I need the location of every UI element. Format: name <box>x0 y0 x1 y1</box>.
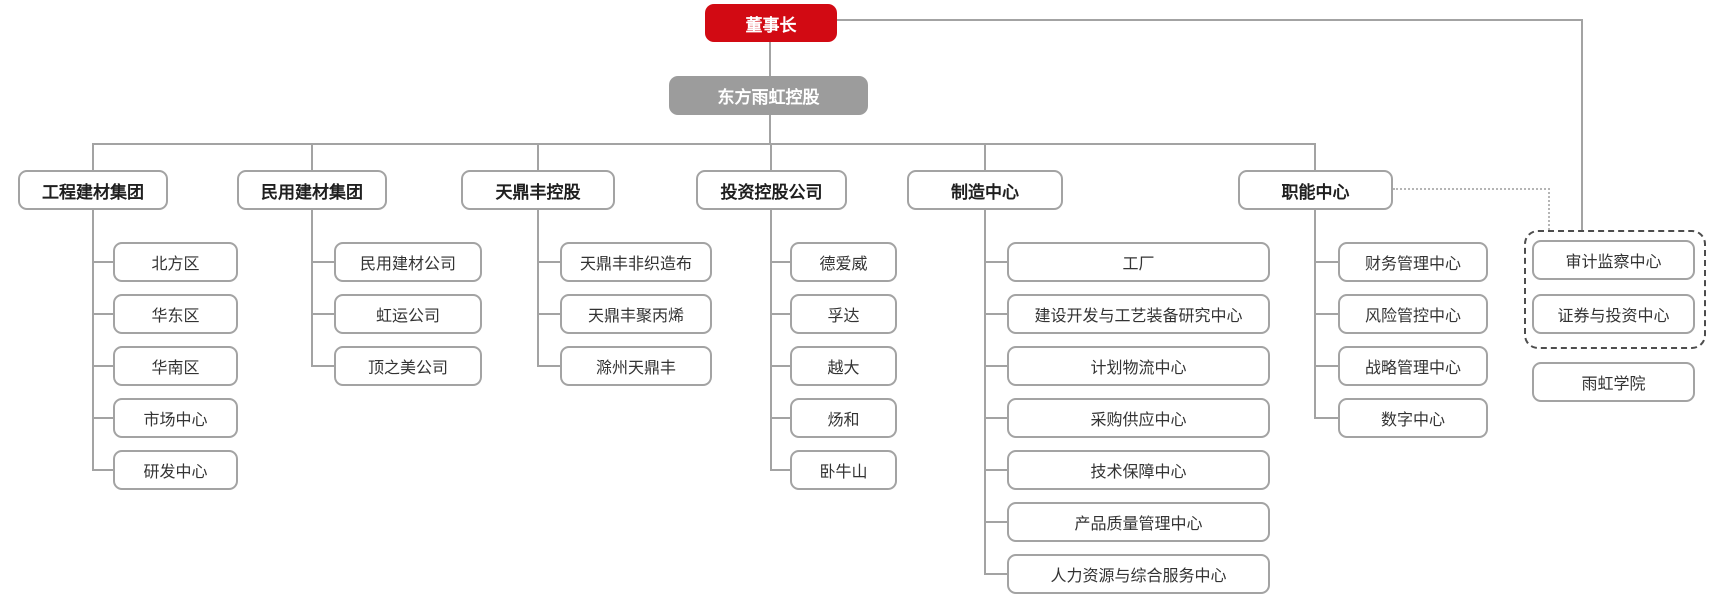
org-node-yuhong-academy: 雨虹学院 <box>1532 362 1695 402</box>
connector-stub <box>537 365 560 367</box>
connector-chairman-right-h <box>837 19 1583 21</box>
connector-stub <box>311 261 334 263</box>
connector-drop <box>1314 143 1316 170</box>
connector-chairman-right-v <box>1581 19 1583 230</box>
org-node-child: 华东区 <box>113 294 238 334</box>
org-node-branch-civil: 民用建材集团 <box>237 170 387 210</box>
org-node-chairman: 董事长 <box>705 4 837 42</box>
connector-stub <box>770 365 790 367</box>
org-node-child: 北方区 <box>113 242 238 282</box>
connector-spine <box>984 210 986 574</box>
connector-stub <box>770 469 790 471</box>
org-node-child: 顶之美公司 <box>334 346 482 386</box>
connector-stub <box>1314 313 1338 315</box>
connector-stub <box>311 313 334 315</box>
org-node-child: 孚达 <box>790 294 897 334</box>
connector-stub <box>311 365 334 367</box>
org-node-branch-manufacturing: 制造中心 <box>907 170 1063 210</box>
org-node-audit: 审计监察中心 <box>1532 240 1695 280</box>
org-node-holding: 东方雨虹控股 <box>669 76 868 115</box>
connector-stub <box>537 261 560 263</box>
connector-stub <box>92 313 113 315</box>
connector-spine <box>770 210 772 470</box>
connector-stub <box>537 313 560 315</box>
connector-stub <box>1314 365 1338 367</box>
connector-spine <box>92 210 94 470</box>
connector-stub <box>984 365 1007 367</box>
org-node-child: 建设开发与工艺装备研究中心 <box>1007 294 1270 334</box>
connector-stub <box>770 417 790 419</box>
org-node-child: 卧牛山 <box>790 450 897 490</box>
org-node-child: 技术保障中心 <box>1007 450 1270 490</box>
connector-stub <box>92 261 113 263</box>
org-node-child: 采购供应中心 <box>1007 398 1270 438</box>
connector-stub <box>1314 261 1338 263</box>
org-node-child: 越大 <box>790 346 897 386</box>
org-node-child: 德爱威 <box>790 242 897 282</box>
connector-stub <box>92 417 113 419</box>
connector-stub <box>770 261 790 263</box>
org-node-branch-investment: 投资控股公司 <box>696 170 847 210</box>
org-node-child: 产品质量管理中心 <box>1007 502 1270 542</box>
org-node-branch-functional: 职能中心 <box>1238 170 1393 210</box>
org-node-child: 财务管理中心 <box>1338 242 1488 282</box>
connector-spine <box>311 210 313 366</box>
connector-stub <box>984 573 1007 575</box>
org-node-branch-tiandingfeng: 天鼎丰控股 <box>461 170 615 210</box>
org-node-child: 战略管理中心 <box>1338 346 1488 386</box>
org-node-child: 市场中心 <box>113 398 238 438</box>
connector-stub <box>984 417 1007 419</box>
connector-dotted-h <box>1393 188 1550 190</box>
org-node-child: 人力资源与综合服务中心 <box>1007 554 1270 594</box>
org-node-child: 数字中心 <box>1338 398 1488 438</box>
org-node-child: 风险管控中心 <box>1338 294 1488 334</box>
connector-stub <box>92 365 113 367</box>
org-node-child: 炀和 <box>790 398 897 438</box>
connector-spine <box>537 210 539 366</box>
org-node-child: 民用建材公司 <box>334 242 482 282</box>
org-node-securities: 证券与投资中心 <box>1532 294 1695 334</box>
connector-stub <box>984 313 1007 315</box>
connector-drop <box>770 143 772 170</box>
connector-stub <box>984 469 1007 471</box>
connector-stub <box>92 469 113 471</box>
connector-main-rail <box>92 143 1316 145</box>
connector-drop <box>311 143 313 170</box>
dashed-group-border <box>1524 230 1706 349</box>
org-node-child: 滁州天鼎丰 <box>560 346 712 386</box>
connector-stub <box>1314 417 1338 419</box>
org-node-branch-engineering: 工程建材集团 <box>18 170 168 210</box>
org-node-child: 虹运公司 <box>334 294 482 334</box>
connector-stub <box>770 313 790 315</box>
connector-dotted-v <box>1548 188 1550 230</box>
org-node-child: 计划物流中心 <box>1007 346 1270 386</box>
connector-drop <box>984 143 986 170</box>
org-node-child: 华南区 <box>113 346 238 386</box>
connector-stub <box>984 261 1007 263</box>
org-node-child: 研发中心 <box>113 450 238 490</box>
connector-stub <box>984 521 1007 523</box>
org-node-child: 工厂 <box>1007 242 1270 282</box>
connector-chairman-holding <box>769 42 771 76</box>
connector-drop <box>537 143 539 170</box>
connector-holding-rail <box>769 115 771 144</box>
connector-drop <box>92 143 94 170</box>
org-node-child: 天鼎丰聚丙烯 <box>560 294 712 334</box>
org-node-child: 天鼎丰非织造布 <box>560 242 712 282</box>
